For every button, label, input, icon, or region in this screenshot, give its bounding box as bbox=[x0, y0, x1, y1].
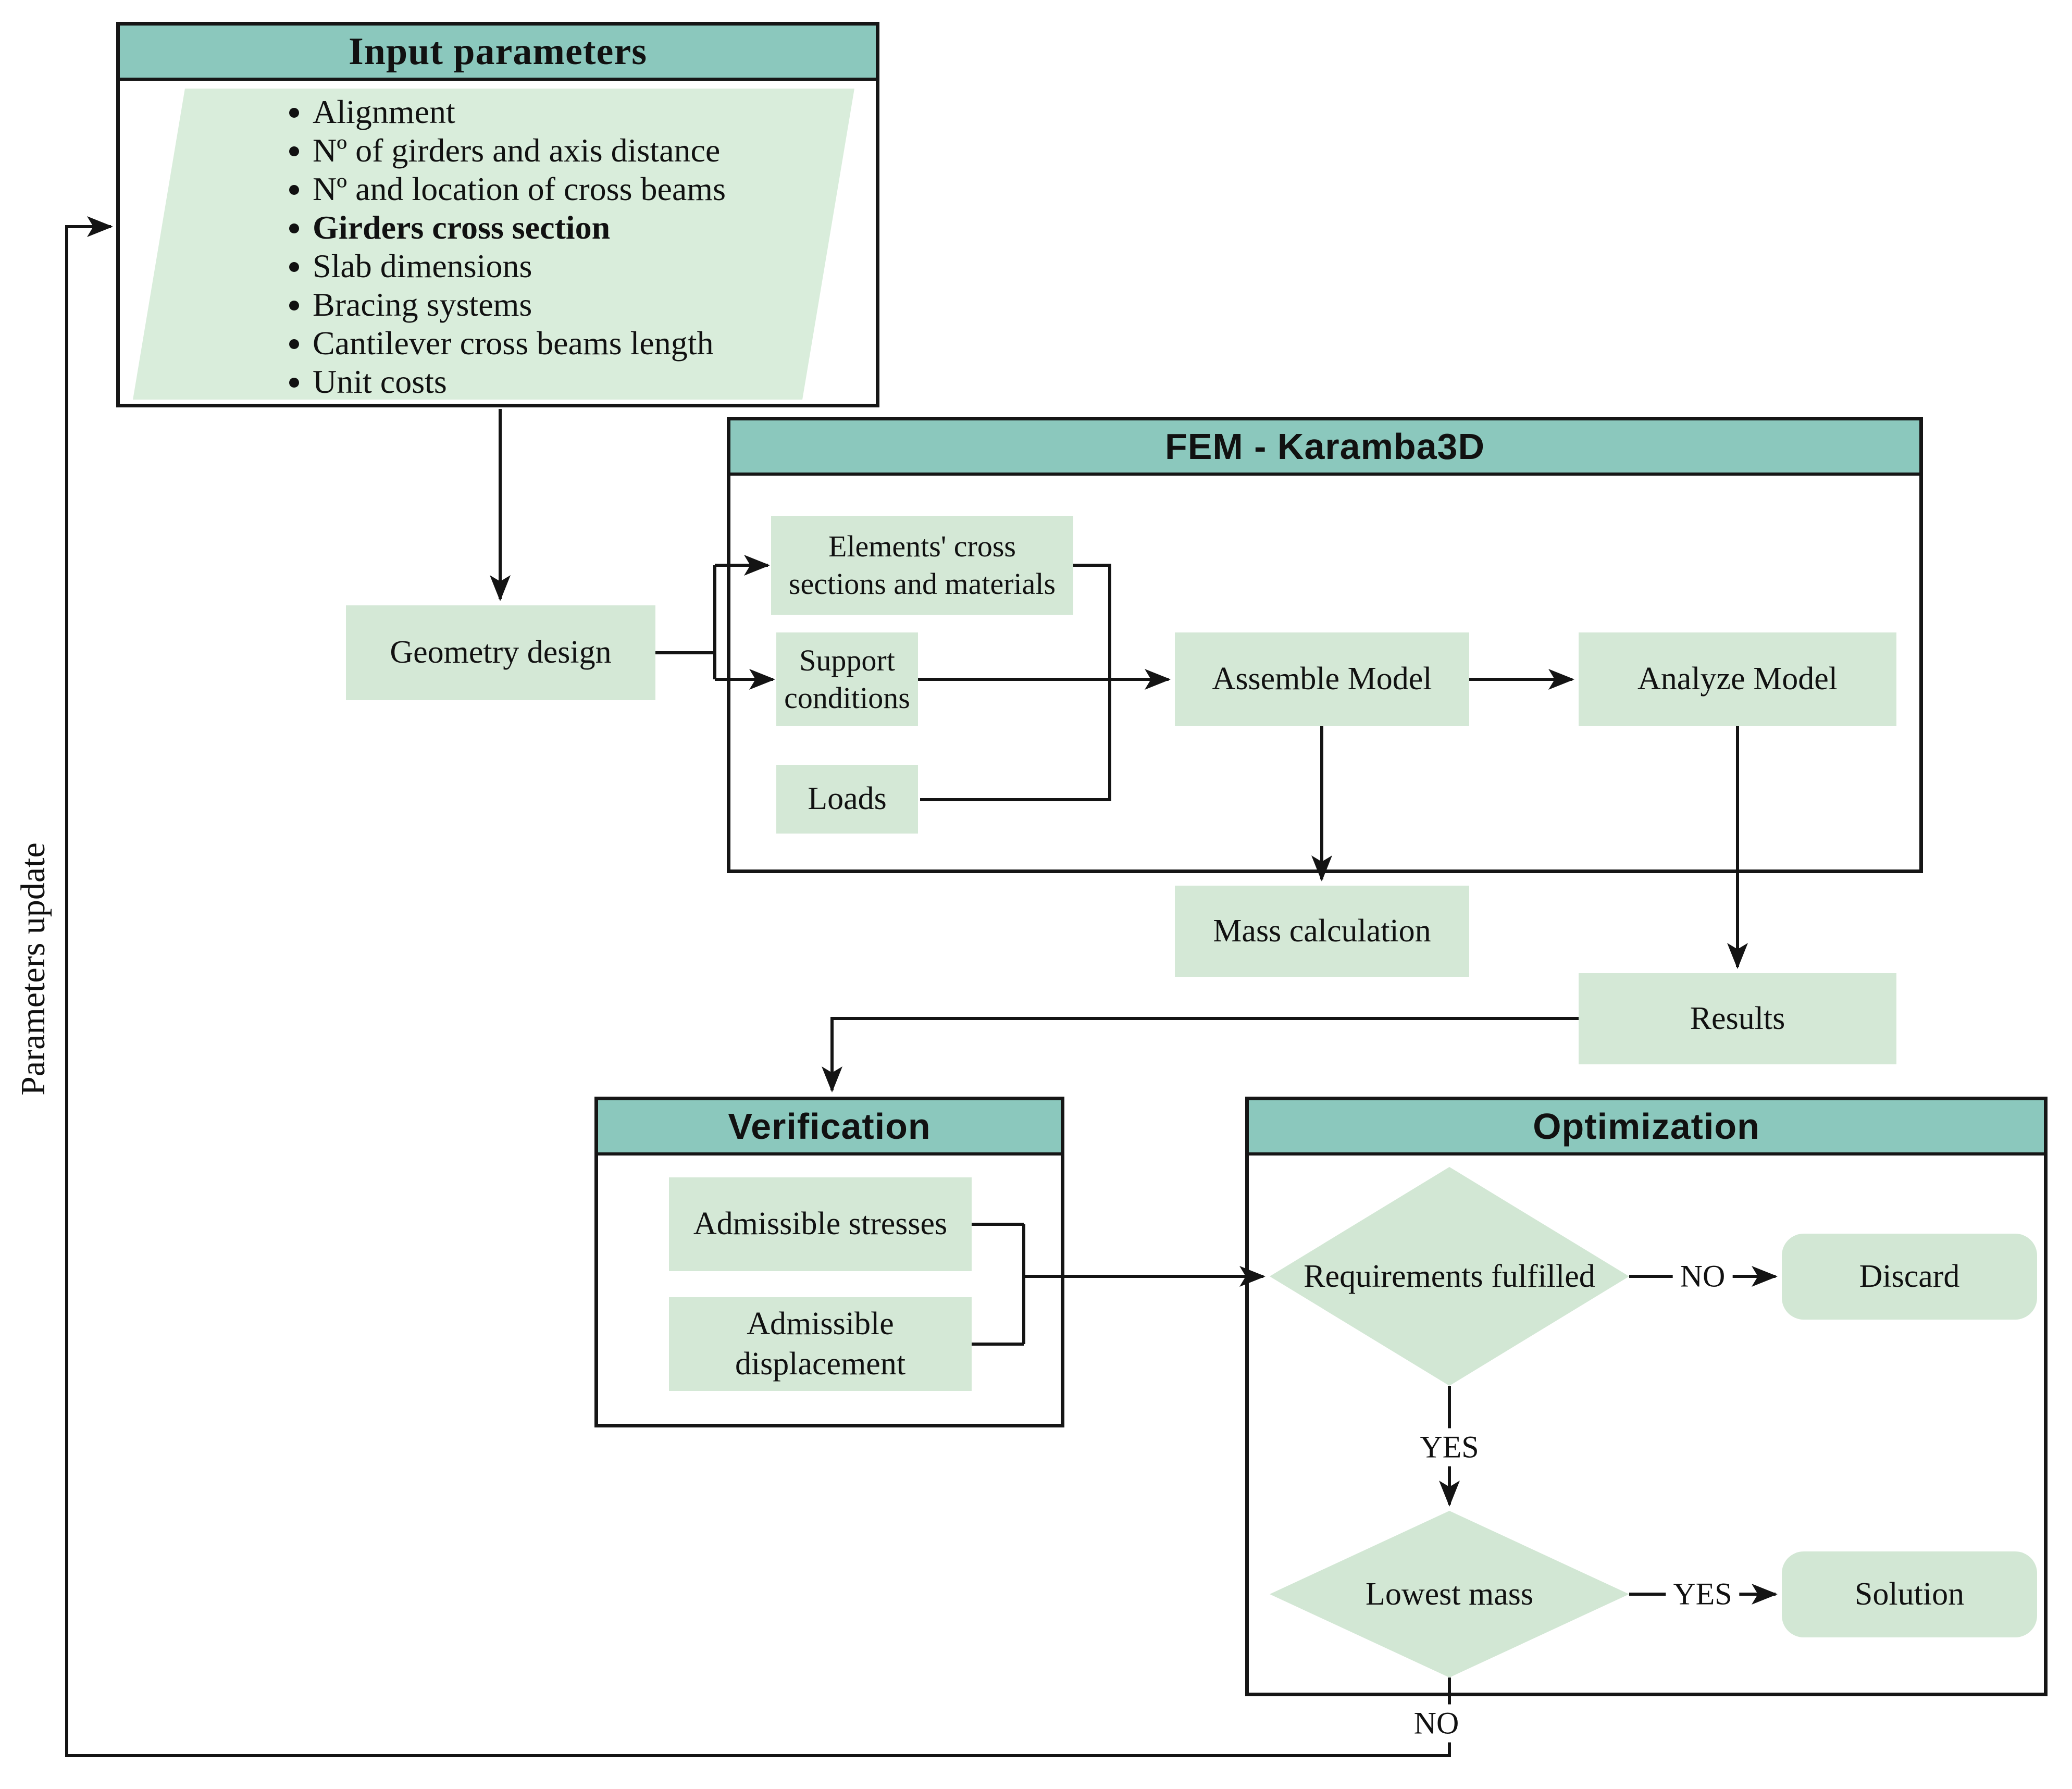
list-item: Unit costs bbox=[313, 363, 844, 401]
arrow-results-to-verification bbox=[822, 1017, 1579, 1092]
input-parameters-title: Input parameters bbox=[348, 30, 648, 73]
input-parameters-header: Input parameters bbox=[120, 26, 876, 81]
label-yes-to-solution: YES bbox=[1666, 1575, 1740, 1613]
list-item: Slab dimensions bbox=[313, 247, 844, 285]
fem-title: FEM - Karamba3D bbox=[1164, 426, 1485, 467]
line-geometry-branch bbox=[655, 565, 716, 679]
label-yes-to-lowest-mass: YES bbox=[1412, 1428, 1486, 1467]
elements-cross-sections-node: Elements' cross sections and materials bbox=[771, 516, 1073, 615]
verification-title: Verification bbox=[728, 1106, 931, 1147]
fem-header: FEM - Karamba3D bbox=[730, 420, 1919, 476]
optimization-header: Optimization bbox=[1249, 1100, 2044, 1156]
admissible-stresses-node: Admissible stresses bbox=[669, 1177, 972, 1271]
list-item-girders-cross-section: Girders cross section bbox=[313, 208, 844, 247]
parameters-update-label: Parameters update bbox=[14, 842, 52, 1096]
label-no-feedback: NO bbox=[1406, 1704, 1467, 1743]
list-item: Bracing systems bbox=[313, 285, 844, 324]
loads-node: Loads bbox=[776, 765, 918, 834]
list-item: Alignment bbox=[313, 93, 844, 131]
discard-node: Discard bbox=[1782, 1234, 2037, 1320]
list-item: Cantilever cross beams length bbox=[313, 324, 844, 363]
list-item: Nº of girders and axis distance bbox=[313, 131, 844, 170]
label-no-to-discard: NO bbox=[1672, 1257, 1733, 1296]
input-parameters-list: Alignment Nº of girders and axis distanc… bbox=[292, 93, 844, 401]
analyze-model-node: Analyze Model bbox=[1579, 632, 1896, 726]
results-node: Results bbox=[1579, 973, 1896, 1064]
verification-header: Verification bbox=[598, 1100, 1061, 1156]
geometry-design-node: Geometry design bbox=[346, 605, 655, 700]
mass-calculation-node: Mass calculation bbox=[1175, 886, 1469, 977]
optimization-title: Optimization bbox=[1533, 1106, 1760, 1147]
list-item: Nº and location of cross beams bbox=[313, 170, 844, 208]
support-conditions-node: Support conditions bbox=[776, 632, 918, 726]
solution-node: Solution bbox=[1782, 1551, 2037, 1637]
assemble-model-node: Assemble Model bbox=[1175, 632, 1469, 726]
admissible-displacement-node: Admissible displacement bbox=[669, 1297, 972, 1391]
